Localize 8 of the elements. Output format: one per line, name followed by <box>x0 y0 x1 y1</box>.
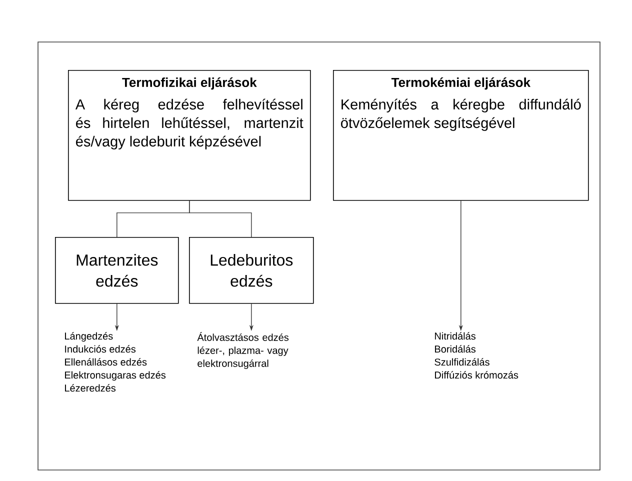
method-list: Nitridálás Boridálás Szulfidizálás Diffúziós krómozás <box>434 332 518 379</box>
process-box: Termokémiai eljárások Keményítés a kéregbe diffundáló ötvözőelemek segítségével <box>333 70 589 201</box>
method-list: Lángedzés Indukciós edzés Ellenállásos edzés Elektronsugaras edzés Lézeredzés <box>65 332 166 392</box>
process-box: Ledeburitos edzés <box>189 236 314 304</box>
process-box: Martenzites edzés <box>55 236 179 304</box>
connector-line <box>189 200 252 238</box>
method-list: Átolvasztásos edzés lézer-, plazma- vagy elektronsugárral <box>197 332 289 369</box>
process-box: Termofizikai eljárások A kéreg edzése felhevítéssel és hirtelen lehűtéssel, martenzit és/vagy ledeburit képzésével <box>68 70 311 201</box>
